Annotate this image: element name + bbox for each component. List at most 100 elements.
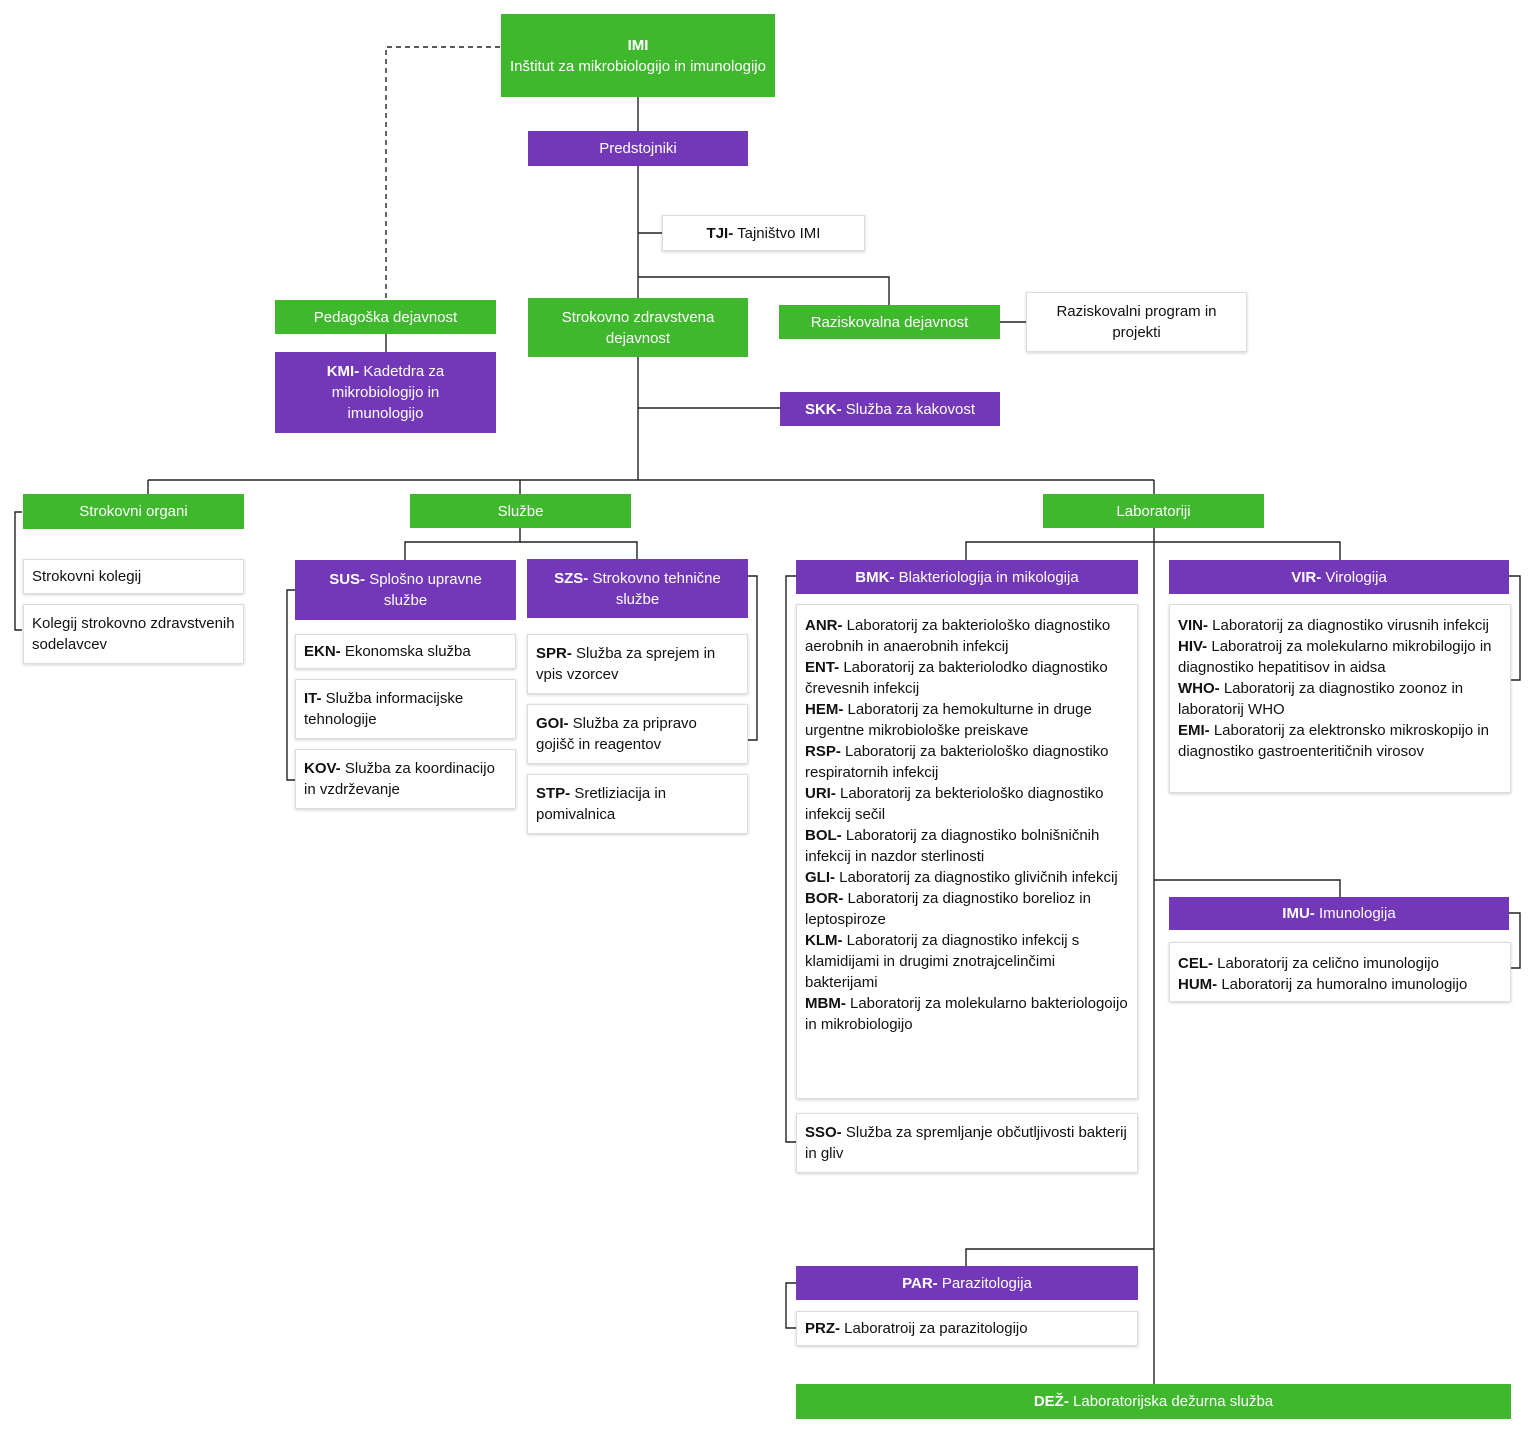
sus-name: Splošno upravne službe (365, 571, 482, 609)
bol-code: BOL- (805, 827, 842, 844)
goi-name: Služba za pripravo gojišč in reagentov (536, 715, 697, 753)
prz-box: PRZ- Laboratroij za parazitologijo (796, 1311, 1138, 1346)
hum-code: HUM- (1178, 976, 1218, 993)
raziskovalni-program-box: Raziskovalni program in projekti (1026, 292, 1247, 352)
emi-name: Laboratorij za elektronsko mikroskopijo … (1178, 722, 1489, 760)
imu-list-item: CEL- Laboratorij za celično imunologijo (1178, 953, 1467, 974)
kmi-box: KMI- Kadetdra za mikrobiologijo in imuno… (275, 352, 496, 433)
sso-name: Služba za spremljanje občutljivosti bakt… (805, 1124, 1127, 1162)
vir-list-item: WHO- Laboratorij za diagnostiko zoonoz i… (1178, 678, 1502, 720)
skk-box: SKK- Služba za kakovost (780, 392, 1000, 426)
it-name: Služba informacijske tehnologije (304, 690, 464, 728)
imu-name: Imunologija (1314, 905, 1396, 922)
hem-name: Laboratorij za hemokulturne in druge urg… (805, 701, 1092, 739)
szs-box: SZS- Strokovno tehnične službe (527, 559, 748, 618)
vir-list-item: VIN- Laboratorij za diagnostiko virusnih… (1178, 615, 1502, 636)
strokovni-kolegij-box: Strokovni kolegij (23, 559, 244, 594)
sso-code: SSO- (805, 1124, 842, 1141)
szs-name: Strokovno tehnične službe (588, 569, 721, 608)
raziskovalna-box: Raziskovalna dejavnost (779, 305, 1000, 339)
kolegij-sodelavcev-box: Kolegij strokovno zdravstvenih sodelavce… (23, 604, 244, 664)
cel-name: Laboratorij za celično imunologijo (1213, 955, 1439, 972)
mbm-code: MBM- (805, 995, 846, 1012)
par-box: PAR- Parazitologija (796, 1266, 1138, 1300)
cel-code: CEL- (1178, 955, 1213, 972)
skk-code: SKK- (804, 400, 842, 418)
gli-name: Laboratorij za diagnostiko glivičnih inf… (835, 869, 1118, 886)
prz-code: PRZ- (805, 1320, 840, 1337)
sluzbe-title: Službe (497, 502, 544, 520)
bmk-list-item: URI- Laboratorij za bekteriološko diagno… (805, 783, 1129, 825)
kolegij-sodelavcev-label: Kolegij strokovno zdravstvenih sodelavce… (32, 615, 235, 653)
imu-box: IMU- Imunologija (1169, 897, 1509, 930)
dez-code: DEŽ- (1033, 1393, 1069, 1410)
emi-code: EMI- (1178, 722, 1210, 739)
dez-box: DEŽ- Laboratorijska dežurna služba (796, 1384, 1511, 1419)
vir-list-item: HIV- Laboratroij za molekularno mikrobil… (1178, 636, 1502, 678)
bmk-list-item: BOL- Laboratorij za diagnostiko bolnišni… (805, 825, 1129, 867)
skk-name: Služba za kakovost (841, 400, 976, 418)
par-name: Parazitologija (937, 1274, 1032, 1292)
bmk-list-item: BOR- Laboratorij za diagnostiko borelioz… (805, 888, 1129, 930)
bmk-list: ANR- Laboratorij za bakteriološko diagno… (805, 615, 1129, 1035)
tji-name: Tajništvo IMI (733, 224, 821, 242)
vir-list: VIN- Laboratorij za diagnostiko virusnih… (1178, 615, 1502, 762)
imu-list-box: CEL- Laboratorij za celično imunologijo … (1169, 942, 1511, 1002)
it-box: IT- Služba informacijske tehnologije (295, 679, 516, 739)
vir-code: VIR- (1291, 568, 1322, 586)
imu-list-item: HUM- Laboratorij za humoralno imunologij… (1178, 974, 1467, 995)
strokovni-organi-box: Strokovni organi (23, 494, 244, 529)
uri-name: Laboratorij za bekteriološko diagnostiko… (805, 785, 1104, 823)
ekn-name: Ekonomska služba (340, 643, 471, 660)
bmk-list-item: HEM- Laboratorij za hemokulturne in drug… (805, 699, 1129, 741)
stp-code: STP- (536, 785, 571, 802)
imu-code: IMU- (1282, 905, 1315, 922)
bmk-box: BMK- Blakteriologija in mikologija (796, 560, 1138, 594)
spr-box: SPR- Služba za sprejem in vpis vzorcev (527, 634, 748, 694)
kov-name: Služba za koordinacijo in vzdrževanje (304, 760, 495, 798)
ekn-code: EKN- (304, 643, 341, 660)
bor-name: Laboratorij za diagnostiko borelioz in l… (805, 890, 1091, 928)
bmk-list-item: KLM- Laboratorij za diagnostiko infekcij… (805, 930, 1129, 993)
spr-code: SPR- (536, 645, 572, 662)
who-code: WHO- (1178, 680, 1220, 697)
klm-code: KLM- (805, 932, 843, 949)
stp-box: STP- Sretliziacija in pomivalnica (527, 774, 748, 834)
predstojniki-box: Predstojniki (528, 131, 748, 166)
vir-box: VIR- Virologija (1169, 560, 1509, 594)
pedagoska-box: Pedagoška dejavnost (275, 300, 496, 334)
imi-box: IMI Inštitut za mikrobiologijo in imunol… (501, 14, 775, 97)
laboratoriji-title: Laboratoriji (1116, 502, 1191, 520)
hem-code: HEM- (805, 701, 844, 718)
ent-code: ENT- (805, 659, 840, 676)
imi-name: Inštitut za mikrobiologijo in imunologij… (510, 57, 766, 75)
bmk-list-box: ANR- Laboratorij za bakteriološko diagno… (796, 604, 1138, 1099)
bmk-list-item: MBM- Laboratorij za molekularno bakterio… (805, 993, 1129, 1035)
spr-name: Služba za sprejem in vpis vzorcev (536, 645, 716, 683)
tji-code: TJI- (706, 224, 734, 242)
bmk-list-item: RSP- Laboratorij za bakteriološko diagno… (805, 741, 1129, 783)
par-code: PAR- (902, 1274, 938, 1292)
bmk-list-item: ANR- Laboratorij za bakteriološko diagno… (805, 615, 1129, 657)
hiv-code: HIV- (1178, 638, 1208, 655)
strokovno-zdravstvena-label: Strokovno zdravstvena dejavnost (561, 308, 715, 347)
ekn-box: EKN- Ekonomska služba (295, 634, 516, 669)
kmi-code: KMI- (326, 363, 360, 380)
bol-name: Laboratorij za diagnostiko bolnišničnih … (805, 827, 1100, 865)
raziskovalni-program-label: Raziskovalni program in projekti (1056, 303, 1217, 341)
imi-code: IMI (627, 36, 649, 54)
predstojniki-label: Predstojniki (599, 140, 677, 157)
goi-code: GOI- (536, 715, 569, 732)
sus-box: SUS- Splošno upravne službe (295, 560, 516, 620)
strokovni-organi-title: Strokovni organi (79, 503, 188, 520)
raziskovalna-label: Raziskovalna dejavnost (810, 313, 969, 331)
hum-name: Laboratorij za humoralno imunologijo (1217, 976, 1468, 993)
hiv-name: Laboratroij za molekularno mikrobilogijo… (1178, 638, 1492, 676)
imu-list: CEL- Laboratorij za celično imunologijo … (1178, 953, 1467, 995)
mbm-name: Laboratorij za molekularno bakteriologoi… (805, 995, 1128, 1033)
tji-box: TJI- Tajništvo IMI (662, 215, 865, 251)
bmk-code: BMK- (855, 568, 895, 586)
vin-code: VIN- (1178, 617, 1208, 634)
bmk-list-item: ENT- Laboratorij za bakteriolodko diagno… (805, 657, 1129, 699)
